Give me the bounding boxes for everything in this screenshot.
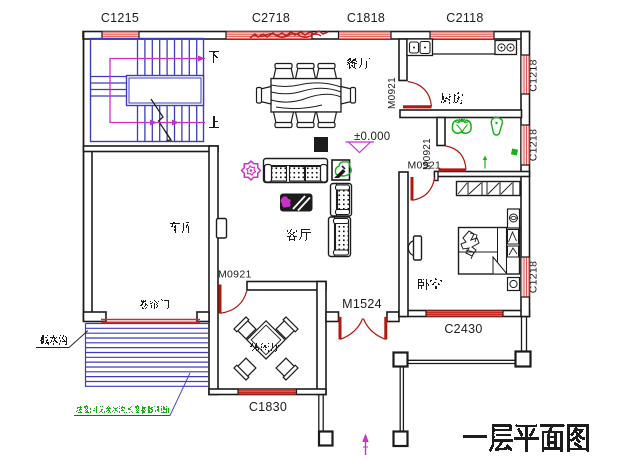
svg-text:C2430: C2430 bbox=[444, 322, 482, 336]
svg-text:C1218: C1218 bbox=[528, 59, 540, 91]
svg-text:±0.000: ±0.000 bbox=[354, 131, 390, 143]
svg-text:M0921: M0921 bbox=[387, 77, 398, 109]
svg-text:C1830: C1830 bbox=[249, 400, 287, 414]
svg-text:C1215: C1215 bbox=[101, 11, 139, 25]
svg-text:C1818: C1818 bbox=[347, 11, 385, 25]
svg-text:C1218: C1218 bbox=[528, 129, 540, 161]
svg-text:M0921: M0921 bbox=[422, 138, 433, 170]
svg-text:C1218: C1218 bbox=[528, 261, 540, 293]
svg-text:M1524: M1524 bbox=[342, 297, 382, 311]
svg-text:C2718: C2718 bbox=[252, 11, 290, 25]
svg-text:C2118: C2118 bbox=[446, 11, 483, 25]
svg-text:M0921: M0921 bbox=[218, 269, 252, 281]
svg-text:M0921: M0921 bbox=[408, 160, 442, 172]
